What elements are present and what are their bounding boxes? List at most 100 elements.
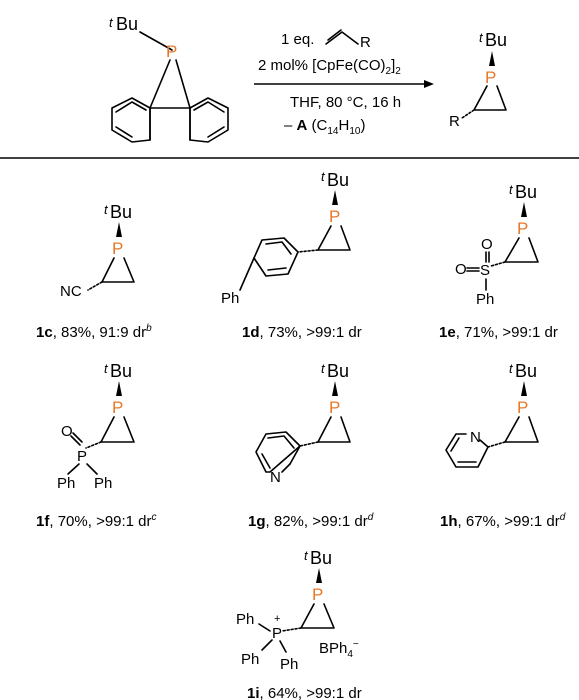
pyridine-bond (289, 445, 301, 465)
positive-charge: + (274, 613, 280, 625)
phosphonium-atom: P (272, 625, 282, 642)
tbu-prefix: t (104, 361, 109, 376)
reaction-conditions: 1 eq. R 2 mol% [CpFe(CO)2]2 THF, 80 °C, … (254, 29, 434, 137)
hash-bond (299, 441, 319, 447)
compound-1g: t Bu P N 1g, 82%, >99:1 drd (248, 361, 374, 530)
phosphorus-atom: P (312, 585, 323, 604)
byproduct-label: – A (C14H10) (284, 117, 365, 137)
p-ph-bond (67, 463, 80, 475)
aromatic-bond (267, 435, 295, 449)
alkene-substituent: R (360, 34, 371, 51)
wedge-bond (521, 381, 527, 396)
reagent-amount: 1 eq. (281, 31, 314, 48)
phosphorus-atom: P (329, 398, 340, 417)
tbu-prefix: t (109, 15, 114, 30)
caption-1i: 1i, 64%, >99:1 dr (247, 685, 362, 700)
aromatic-bond (265, 241, 292, 255)
phosphorus-atom: P (112, 239, 123, 258)
aromatic-bond (115, 126, 133, 138)
aromatic-bond (450, 437, 460, 452)
tbu-label: Bu (327, 361, 349, 381)
pyridine-bond (479, 439, 489, 448)
conditions-label: THF, 80 °C, 16 h (290, 94, 401, 111)
aromatic-bond (115, 101, 147, 113)
tbu-prefix: t (321, 169, 326, 184)
alkene-double-bond (327, 29, 342, 41)
caption-1g: 1g, 82%, >99:1 drd (248, 512, 374, 530)
p-ph-bond (258, 623, 271, 632)
tbu-label: Bu (110, 361, 132, 381)
p-ph-bond (261, 639, 273, 651)
phenyl-group: Ph (57, 475, 75, 492)
hash-bond (85, 441, 102, 449)
nitrogen-atom: N (270, 469, 281, 486)
bridge-bond (149, 59, 171, 109)
aromatic-bond (261, 453, 271, 469)
p-tbu-bond (139, 31, 173, 51)
wedge-bond (332, 190, 338, 205)
caption-1e: 1e, 71%, >99:1 dr (439, 324, 558, 341)
starting-material: t Bu P (109, 14, 229, 143)
compound-1e: t Bu P O S O Ph 1e, 71%, >99:1 dr (439, 182, 558, 341)
oxygen-atom: O (481, 236, 493, 253)
catalyst-label: 2 mol% [CpFe(CO)2]2 (258, 57, 401, 77)
phosphorus-atom: P (517, 219, 528, 238)
phosphirane-ring (473, 85, 507, 111)
tbu-prefix: t (509, 361, 514, 376)
benzene-ring (253, 237, 299, 277)
tbu-label: Bu (110, 202, 132, 222)
tbu-prefix: t (509, 182, 514, 197)
substituent-r: R (449, 113, 460, 130)
phosphirane-ring (317, 225, 351, 251)
hash-bond (490, 261, 506, 267)
nitrile-group: NC (60, 283, 82, 300)
phosphirane-ring (101, 257, 135, 283)
aromatic-bond (267, 267, 287, 271)
nitrogen-atom: N (470, 429, 481, 446)
p-ph-bond (279, 640, 287, 653)
p-o-double-bond (70, 435, 81, 446)
hash-bond (461, 109, 475, 119)
p-ph-bond (86, 463, 98, 475)
caption-1c: 1c, 83%, 91:9 drb (36, 323, 152, 341)
aryl-bond (239, 257, 255, 291)
pyridine-bond (281, 463, 291, 473)
arrow-head (424, 80, 434, 88)
phenyl-group: Ph (236, 611, 254, 628)
caption-1f: 1f, 70%, >99:1 drc (36, 512, 157, 530)
tbu-label: Bu (116, 14, 138, 34)
p-o-double-bond (72, 432, 83, 443)
bridge-bond (175, 59, 191, 109)
phosphorus-atom: P (77, 448, 87, 465)
oxygen-atom: O (61, 423, 73, 440)
phosphirane-ring (504, 416, 539, 443)
compound-1h: t Bu P N 1h, 67%, >99:1 drd (440, 361, 566, 530)
phenyl-group: Ph (221, 290, 239, 307)
hash-bond (281, 627, 302, 632)
caption-1h: 1h, 67%, >99:1 drd (440, 512, 566, 530)
right-benzene-ring (189, 97, 229, 143)
tbu-label: Bu (327, 170, 349, 190)
phosphorus-atom: P (112, 398, 123, 417)
wedge-bond (489, 51, 495, 66)
phenyl-group: Ph (280, 656, 298, 673)
oxygen-atom: O (455, 261, 467, 278)
pyridine-ring (255, 431, 301, 473)
wedge-bond (332, 381, 338, 396)
phosphorus-atom: P (485, 68, 496, 87)
compound-1c: t Bu P NC 1c, 83%, 91:9 drb (36, 202, 152, 341)
phenyl-group: Ph (476, 291, 494, 308)
hash-bond (297, 249, 319, 253)
tbu-prefix: t (304, 548, 309, 563)
compound-1d: t Bu P Ph 1d, 73%, >99:1 dr (221, 169, 362, 341)
tbu-label: Bu (485, 30, 507, 50)
aromatic-bond (207, 126, 225, 138)
phenyl-group: Ph (94, 475, 112, 492)
compound-1i: t Bu P + P Ph Ph Ph BPh4− 1i, 64%, >99:1… (236, 548, 362, 700)
compound-1f: t Bu P O P Ph Ph 1f, 70%, >99:1 drc (36, 361, 157, 530)
wedge-bond (316, 568, 322, 583)
pyridine-ring (445, 433, 489, 468)
phosphorus-atom: P (517, 398, 528, 417)
tbu-label: Bu (515, 182, 537, 202)
